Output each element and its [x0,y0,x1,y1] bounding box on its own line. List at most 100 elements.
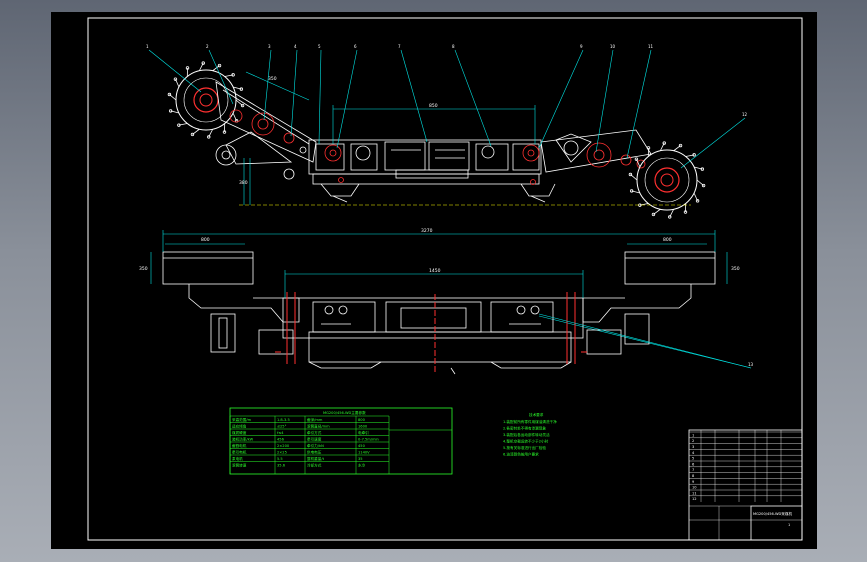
part-balloon: 13 [748,362,754,367]
part-balloon: 3 [268,44,271,49]
leader-line [538,49,584,149]
pick-tip [239,87,244,91]
title-block-cell: 3 [692,445,694,449]
plan-dimensions [150,230,752,369]
left-drum-plan [162,251,254,285]
title-block-cell: 6 [692,462,695,466]
title-block-cell: 9 [692,480,695,484]
pick-tip [190,132,195,137]
tech-note-line: 2.各密封处不得有渗漏现象 [503,426,546,431]
parameter-cell: 滚筒直径/mm [307,424,330,429]
pick-tip [634,157,639,161]
parameter-cell: 5.5 [277,457,283,461]
parameter-cell: 456 [277,438,285,442]
leader-line [538,315,752,369]
parameter-cell: 滚筒转速 [232,463,247,468]
pick-tip [668,215,672,219]
leader-line [400,49,428,143]
part-balloon: 4 [294,44,297,49]
pick-tip [185,66,190,70]
parameter-cell: 电牵引 [358,430,369,435]
parameter-cell: 1.8-3.5 [277,418,290,422]
leader-line [318,49,322,145]
leader-line [454,49,492,147]
parameter-cell: 截深/mm [307,417,323,422]
parameter-cell: 截割电机 [232,443,247,448]
title-block-cell: 4 [692,451,695,455]
pick-tip [177,123,181,127]
part-balloon: 12 [742,112,748,117]
elevation-dimensions [243,71,536,205]
part-balloon: 9 [580,44,583,49]
pick-tip [695,199,700,203]
parameter-cell: 0-7.5m/min [358,438,379,442]
part-balloon: 2 [206,44,209,49]
pick-tip [222,130,227,134]
part-leaders [148,49,752,369]
pick-tip [207,135,211,139]
part-balloon: 5 [318,44,321,49]
dim-height-side-right: 350 [731,266,740,272]
plan-view: 3270 800 800 1450 350 350 [139,228,752,375]
technical-notes: 技术要求 1.装配前所有零件用煤油清洗干净2.各密封处不得有渗漏现象3.装配后各… [503,412,557,457]
parameter-cell: 35 [358,457,363,461]
title-block-cell: 10 [692,486,697,490]
parameter-cell: 整机重量/t [307,456,325,461]
pick-tip [662,141,666,145]
part-balloon: 10 [610,44,616,49]
dim-height-left: 380 [239,180,248,186]
leader-line [595,49,614,153]
tech-note-line: 3.装配后各运动部件转动灵活 [503,432,550,437]
parameter-table-title: MG200/456-WD主要参数 [323,410,366,415]
right-cutting-drum [628,141,706,219]
pick-tip [201,61,205,65]
title-block-cell: 5 [692,457,694,461]
leader-line [336,49,358,149]
tech-note-line: 5.按有关标准进行出厂检验 [503,445,546,450]
title-block-cell: 2 [692,439,694,443]
part-balloon: 8 [452,44,455,49]
parameter-cell: 牵引速度 [307,437,322,442]
parameter-cell: 冷却方式 [307,463,322,468]
parameter-cell: 水冷 [358,463,366,468]
sheet-border [87,17,803,541]
pick-tip [678,143,683,148]
pick-tip [240,103,245,108]
parameter-cell: 2×25 [277,451,287,455]
parameter-cell: 供电电压 [307,450,322,455]
pick-tip [701,183,706,188]
pick-tip [173,77,178,81]
sheet-number: 1 [788,523,790,527]
tech-note-line: 4.整机空载运转不少于2小时 [503,439,549,444]
title-block-cell: 1 [692,433,694,437]
pick-tip [628,172,633,177]
parameter-cell: 800 [358,418,366,422]
pick-tip [651,212,656,217]
part-balloon: 7 [398,44,401,49]
leader-line [290,49,298,137]
pick-tip [629,189,634,193]
parameter-cell: 适应倾角 [232,424,247,429]
parameter-cell: 35.6 [277,464,286,468]
dim-top-span: 850 [429,103,438,109]
tech-note-line: 6.油漆颜色按用户要求 [503,452,539,457]
parameter-cell: ≤25° [277,425,287,429]
part-balloon: 6 [354,44,357,49]
parameter-cell: 牵引方式 [307,430,322,435]
part-balloon: 11 [648,44,654,49]
leader-line [680,117,746,169]
pick-tip [217,63,222,68]
title-block-cell: 8 [692,474,695,478]
dim-inner: 1450 [429,268,441,274]
left-ranging-arm [215,81,317,180]
dim-overall: 3270 [421,228,433,234]
title-block-cell: 12 [692,497,697,501]
machine-body [308,139,556,203]
dim-left-link: 350 [268,76,277,82]
